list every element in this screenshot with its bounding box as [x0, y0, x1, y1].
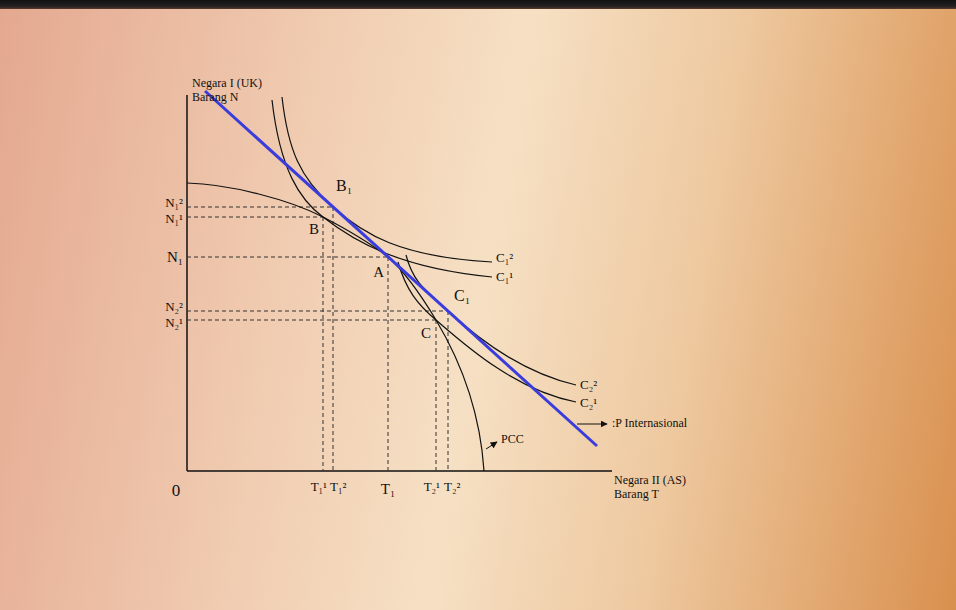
axis-label: Negara II (AS): [614, 474, 686, 487]
tick-label: N₁²: [165, 196, 183, 210]
point-label: C: [421, 325, 431, 342]
tick-label: T₁²: [330, 480, 346, 494]
point-label: A: [373, 264, 384, 281]
tick-label: N₁: [167, 249, 183, 266]
indifference-curve: [398, 262, 576, 402]
x-axis: [187, 470, 612, 472]
tick-label: N₁¹: [165, 212, 183, 226]
leader-arrow: [486, 442, 497, 449]
tick-label: T₁¹: [311, 480, 327, 494]
line-label: :P Internasional: [612, 417, 687, 430]
curve-label: PCC: [501, 433, 524, 446]
guide-lines: [187, 207, 448, 471]
curve-label: C₁¹: [496, 270, 513, 284]
tick-label: N₂¹: [165, 316, 183, 330]
curve-label: C₁²: [496, 251, 513, 265]
point-label: B₁: [336, 177, 352, 195]
indifference-curve: [282, 97, 492, 262]
leader-arrow: [577, 424, 607, 425]
curve-label: C₂¹: [580, 396, 597, 410]
axis-label: Barang N: [192, 91, 238, 104]
point-label: C₁: [454, 287, 470, 305]
top-bar: [0, 0, 956, 9]
point-label: B: [309, 221, 319, 238]
axis-label: Barang T: [614, 488, 659, 501]
tick-label: T₂¹: [424, 480, 440, 494]
tick-label: T₁: [381, 481, 395, 498]
origin-label: 0: [172, 482, 181, 501]
indifference-curve: [406, 255, 576, 385]
tick-label: T₂²: [444, 480, 460, 494]
price-line: [205, 91, 597, 446]
curve-label: C₂²: [580, 378, 597, 392]
y-axis: [186, 95, 188, 471]
axis-label: Negara I (UK): [192, 77, 262, 90]
tick-label: N₂²: [165, 300, 183, 314]
